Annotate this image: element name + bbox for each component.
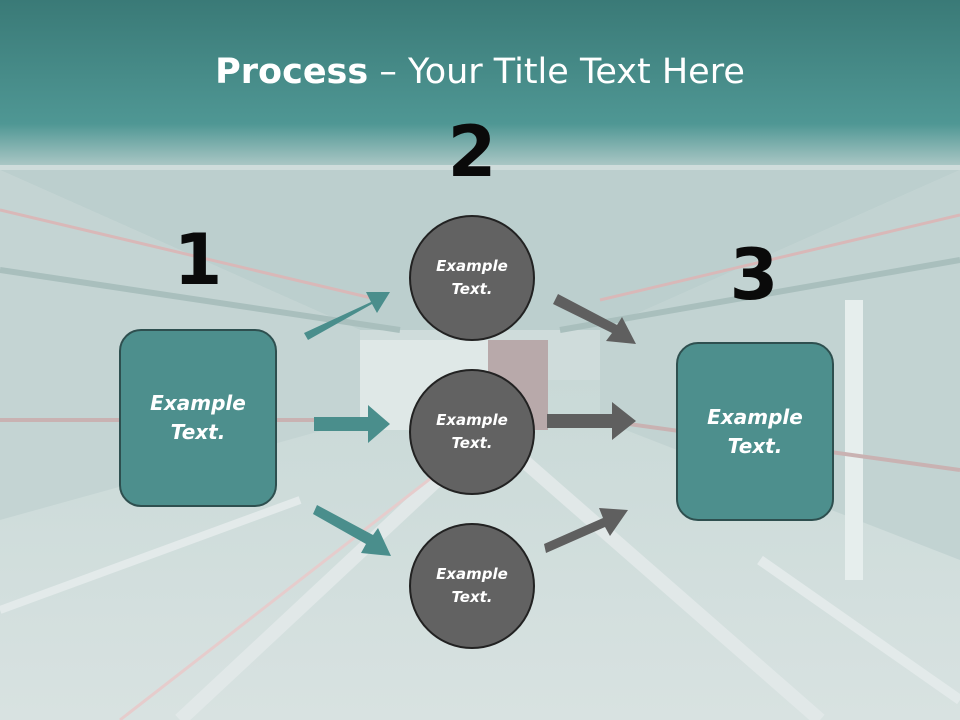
circle-bottom-line2: Text.: [451, 588, 493, 606]
step-number-1: 1: [173, 219, 223, 301]
arrow-left-to-top: [304, 292, 390, 340]
step-1-line2: Text.: [170, 420, 226, 444]
title-bold: Process: [215, 52, 369, 92]
circle-bottom-line1: Example: [436, 565, 508, 583]
step-3-line2: Text.: [727, 433, 783, 458]
circle-bottom: Example Text.: [409, 523, 535, 649]
step-3-line1: Example: [707, 404, 803, 429]
step-1-line1: Example: [150, 391, 246, 415]
circle-middle: Example Text.: [409, 369, 535, 495]
step-1-box: Example Text.: [119, 329, 277, 507]
arrow-left-to-middle: [314, 405, 390, 443]
page-title: Process – Your Title Text Here: [0, 52, 960, 92]
step-number-3: 3: [729, 234, 779, 316]
circle-middle-line1: Example: [436, 411, 508, 429]
circle-top-line1: Example: [436, 257, 508, 275]
arrow-top-to-right: [553, 294, 636, 344]
title-rest: – Your Title Text Here: [368, 52, 745, 92]
arrow-bottom-to-right: [544, 508, 628, 553]
circle-middle-line2: Text.: [451, 434, 493, 452]
circle-top-line2: Text.: [451, 280, 493, 298]
step-number-2: 2: [447, 111, 497, 193]
arrow-left-to-bottom: [313, 505, 391, 556]
arrow-middle-to-right: [547, 402, 636, 440]
circle-top: Example Text.: [409, 215, 535, 341]
step-3-box: Example Text.: [676, 342, 834, 521]
